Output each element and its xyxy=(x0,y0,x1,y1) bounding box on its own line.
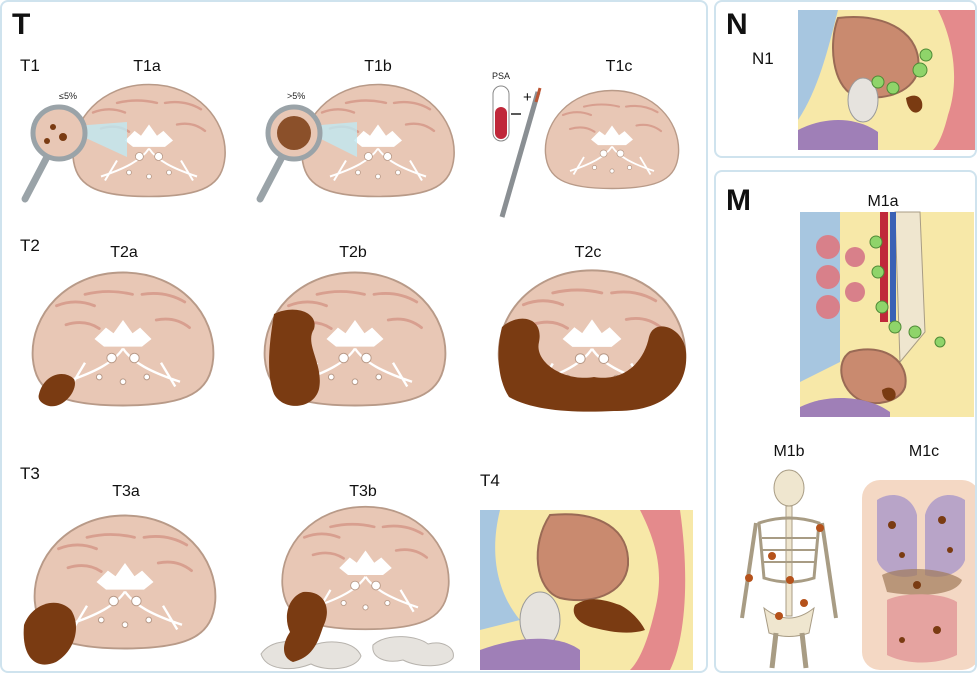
tumor-t3b xyxy=(278,587,338,667)
m1b-skeleton-diagram xyxy=(734,468,844,668)
label-m1c: M1c xyxy=(909,444,939,460)
tumor-t2b xyxy=(264,304,334,414)
label-t3a: T3a xyxy=(112,484,140,500)
row-label-t1: T1 xyxy=(20,57,40,74)
panel-n: N N1 xyxy=(714,0,977,158)
label-t1a: T1a xyxy=(133,59,161,75)
tumor-t2c xyxy=(494,307,690,417)
tumor-t2a xyxy=(34,364,84,414)
label-n1: N1 xyxy=(752,50,774,67)
magnifier-t1a-icon xyxy=(17,97,127,217)
label-t1b: T1b xyxy=(364,59,392,75)
panel-m: M M1a M1b M1c xyxy=(714,170,977,673)
label-m1a: M1a xyxy=(867,194,898,210)
psa-label: PSA xyxy=(492,72,510,81)
label-m1b: M1b xyxy=(773,444,804,460)
panel-m-title: M xyxy=(726,186,751,216)
panel-t: T T1 T2 T3 T4 T1a T1b T1c T2a T2b T2c T3… xyxy=(0,0,708,673)
panel-t-title: T xyxy=(12,10,30,40)
row-label-t3: T3 xyxy=(20,465,40,482)
t4-sagittal-diagram xyxy=(480,510,693,670)
n1-sagittal-diagram xyxy=(798,10,976,150)
magnifier-t1b-icon xyxy=(252,97,362,217)
label-t1c: T1c xyxy=(606,59,633,75)
row-label-t4: T4 xyxy=(480,472,500,489)
tumor-t3a xyxy=(16,590,86,670)
label-t2c: T2c xyxy=(575,245,602,261)
psa-tube-icon xyxy=(490,82,550,222)
row-label-t2: T2 xyxy=(20,237,40,254)
label-t2b: T2b xyxy=(339,245,367,261)
seminal-vesicle-right xyxy=(368,630,458,670)
panel-n-title: N xyxy=(726,10,748,40)
label-t2a: T2a xyxy=(110,245,138,261)
m1a-sagittal-diagram xyxy=(800,212,974,417)
m1c-torso-diagram xyxy=(862,480,977,670)
prostate-t1c xyxy=(542,82,682,197)
